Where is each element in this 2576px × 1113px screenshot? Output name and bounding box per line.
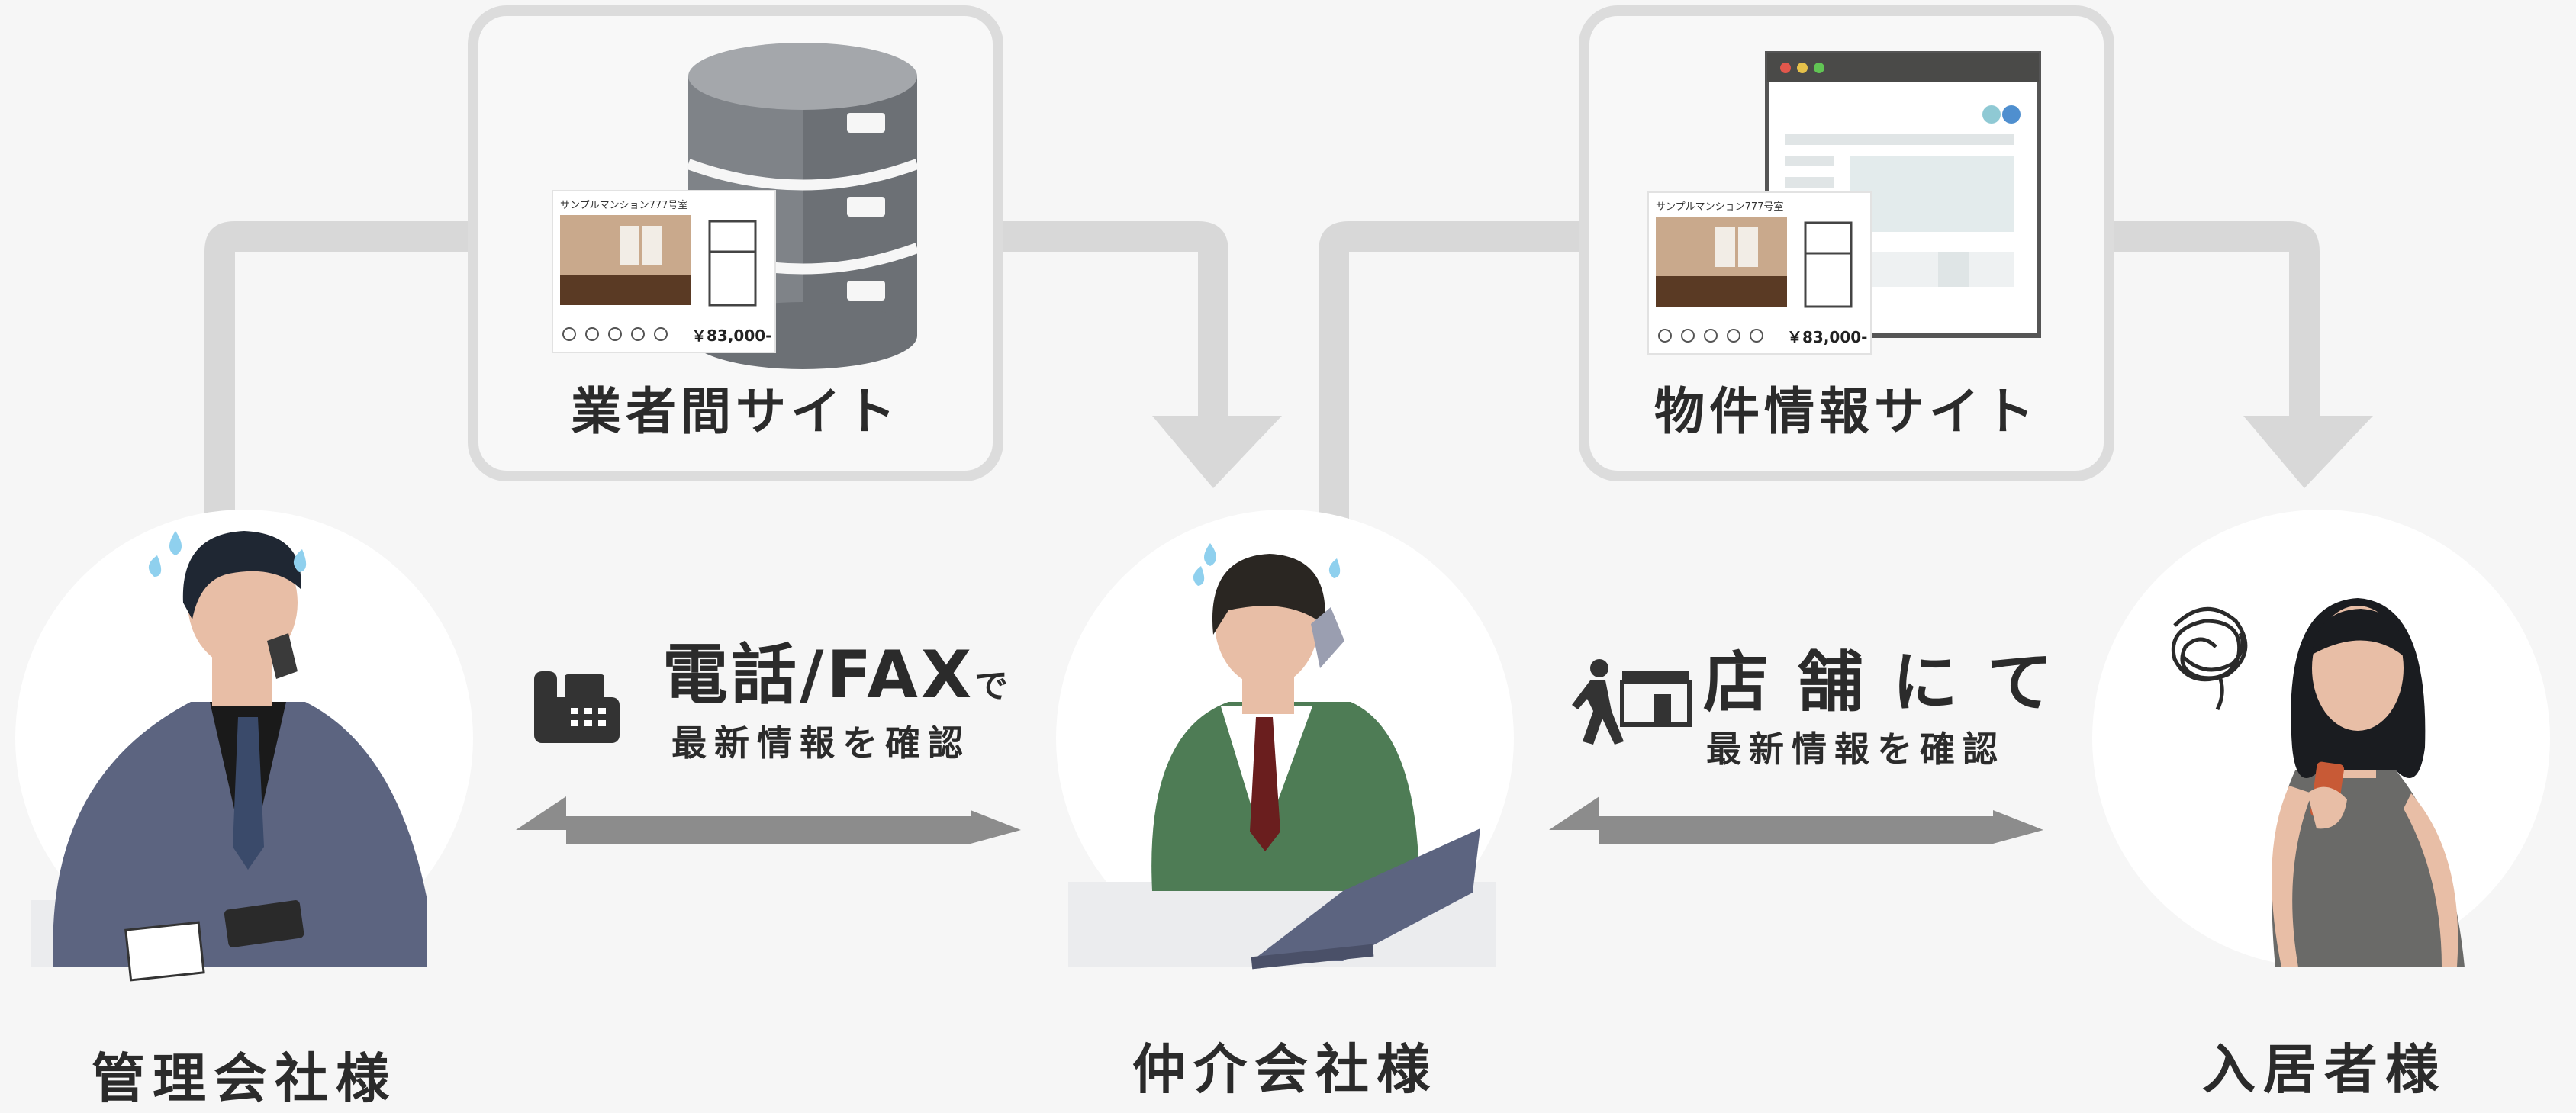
listing-price-property: ￥83,000- bbox=[1787, 328, 1868, 346]
walking-to-store-icon bbox=[1572, 659, 1692, 745]
store-label: 店 舗 に て bbox=[1703, 645, 2056, 721]
flow-arrow-b2b bbox=[204, 221, 1282, 519]
exchange-arrow-store bbox=[1549, 796, 2043, 844]
phone-fax-suffix: で bbox=[974, 667, 1012, 706]
phone-fax-sub: 最新情報を確認 bbox=[671, 722, 971, 764]
broker-illustration bbox=[1068, 554, 1496, 970]
listing-name-b2b: サンプルマンション777号室 bbox=[560, 200, 688, 211]
listing-card-property bbox=[1647, 191, 1872, 355]
worry-sweat-icon-broker bbox=[1193, 543, 1341, 586]
phone-fax-main: 電話/FAX bbox=[662, 637, 975, 713]
property-site-title: 物件情報サイト bbox=[1654, 382, 2039, 441]
exchange-arrow-phone bbox=[516, 796, 1021, 844]
tenant-illustration bbox=[2272, 598, 2465, 967]
manager-illustration bbox=[31, 531, 427, 982]
phone-fax-label: 電話/FAXで bbox=[662, 621, 1011, 716]
manager-role-label: 管理会社様 bbox=[92, 1047, 397, 1110]
listing-price-b2b: ￥83,000- bbox=[691, 327, 772, 345]
listing-name-property: サンプルマンション777号室 bbox=[1656, 201, 1784, 213]
b2b-site-title: 業者間サイト bbox=[571, 382, 900, 441]
confused-scribble-icon bbox=[2171, 607, 2248, 711]
fax-phone-icon bbox=[534, 671, 620, 743]
worry-sweat-icon bbox=[148, 531, 307, 577]
store-sub: 最新情報を確認 bbox=[1706, 729, 2005, 770]
tenant-role-label: 入居者様 bbox=[2202, 1038, 2446, 1101]
listing-card-b2b bbox=[552, 190, 776, 353]
broker-role-label: 仲介会社様 bbox=[1132, 1038, 1438, 1101]
flow-arrow-property bbox=[1319, 221, 2373, 519]
